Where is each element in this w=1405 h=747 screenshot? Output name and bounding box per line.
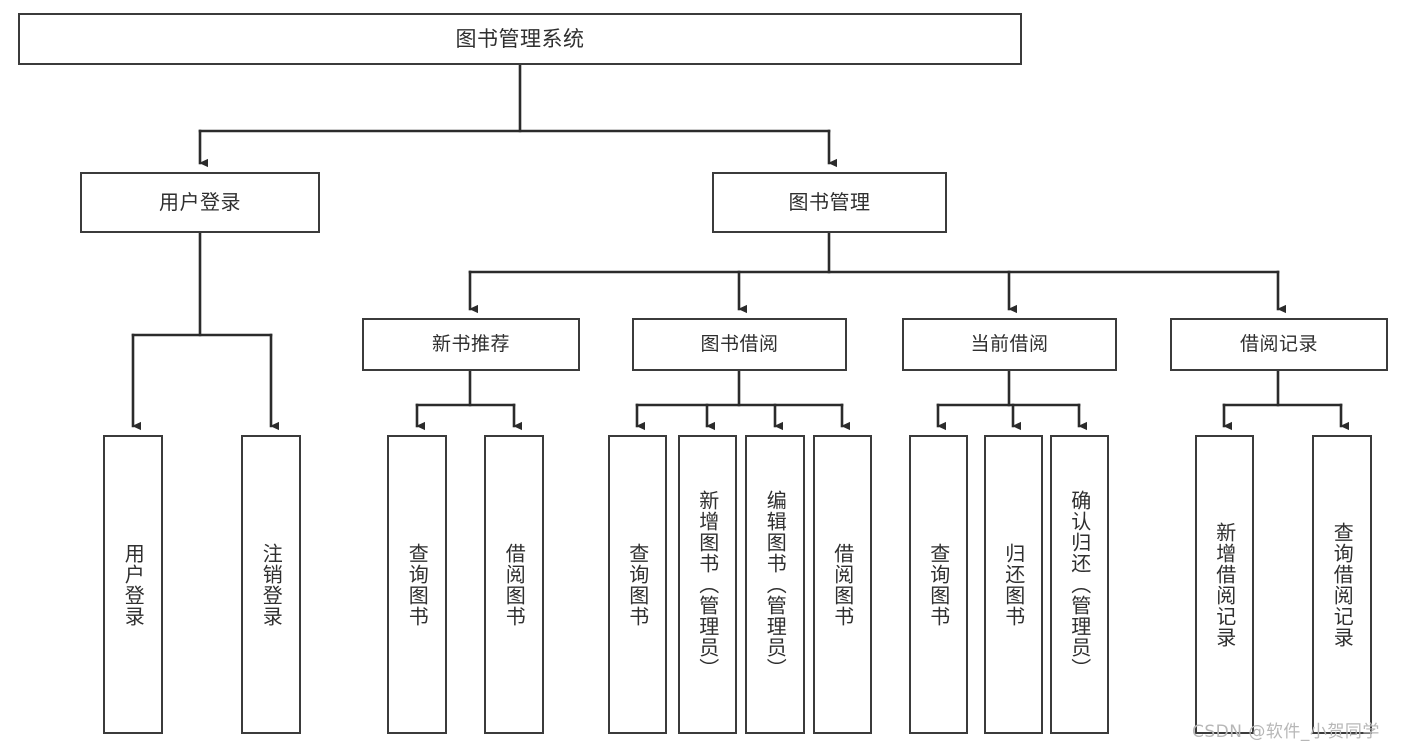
leaf-node[interactable]: 借阅图书 (484, 435, 544, 734)
leaf-node-label: 查询借阅记录 (1330, 521, 1355, 648)
leaf-node[interactable]: 新增借阅记录 (1195, 435, 1254, 734)
leaf-node[interactable]: 用户登录 (103, 435, 163, 734)
leaf-node-label: 查询图书 (625, 542, 650, 627)
level2-node[interactable]: 借阅记录 (1170, 318, 1388, 371)
level2-node-label: 新书推荐 (431, 332, 510, 355)
leaf-node-label: 确认归还（管理员） (1067, 490, 1092, 679)
leaf-node-label: 查询图书 (926, 542, 951, 627)
leaf-node[interactable]: 新增图书（管理员） (678, 435, 737, 734)
leaf-node-label: 编辑图书（管理员） (763, 490, 788, 679)
leaf-node[interactable]: 借阅图书 (813, 435, 872, 734)
leaf-node-label: 注销登录 (259, 542, 284, 627)
level2-node-label: 图书借阅 (700, 332, 779, 355)
root-node-label: 图书管理系统 (455, 26, 585, 51)
leaf-node-label: 归还图书 (1001, 542, 1026, 627)
root-node[interactable]: 图书管理系统 (18, 13, 1022, 65)
level2-node[interactable]: 当前借阅 (902, 318, 1117, 371)
level2-node[interactable]: 新书推荐 (362, 318, 580, 371)
leaf-node-label: 用户登录 (121, 542, 146, 627)
level1-node-label: 图书管理 (788, 190, 871, 214)
leaf-node[interactable]: 查询图书 (387, 435, 447, 734)
leaf-node[interactable]: 查询借阅记录 (1312, 435, 1372, 734)
level1-node-label: 用户登录 (159, 190, 241, 214)
level2-node[interactable]: 图书借阅 (632, 318, 847, 371)
leaf-node-label: 查询图书 (405, 542, 430, 627)
leaf-node[interactable]: 确认归还（管理员） (1050, 435, 1109, 734)
leaf-node[interactable]: 编辑图书（管理员） (745, 435, 805, 734)
connector-lines (131, 63, 1349, 431)
leaf-node-label: 借阅图书 (502, 542, 527, 627)
leaf-node-label: 借阅图书 (830, 542, 855, 627)
leaf-node[interactable]: 查询图书 (608, 435, 667, 734)
level1-node[interactable]: 图书管理 (712, 172, 947, 233)
leaf-node[interactable]: 归还图书 (984, 435, 1043, 734)
leaf-node[interactable]: 注销登录 (241, 435, 301, 734)
leaf-node-label: 新增图书（管理员） (695, 490, 720, 679)
leaf-node-label: 新增借阅记录 (1212, 521, 1237, 648)
level2-node-label: 当前借阅 (970, 332, 1049, 355)
level1-node[interactable]: 用户登录 (80, 172, 320, 233)
level2-node-label: 借阅记录 (1239, 332, 1318, 355)
leaf-node[interactable]: 查询图书 (909, 435, 968, 734)
